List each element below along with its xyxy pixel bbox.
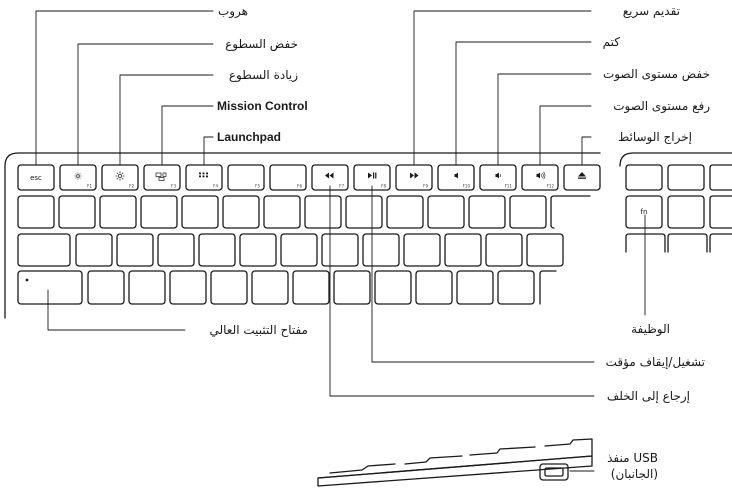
f-key-label-10: F10 <box>463 184 471 189</box>
brightness-up-icon <box>115 171 125 181</box>
callout-escape: هروب <box>217 4 248 18</box>
key-fn <box>625 195 663 229</box>
f-key-label-4: F4 <box>213 184 218 189</box>
keyboard-right-outline <box>619 152 732 167</box>
callout-brightness-down: خفض السطوع <box>225 37 298 51</box>
callout-mission-control: Mission Control <box>217 99 308 113</box>
play-pause-icon <box>368 172 372 179</box>
brightness-down-icon <box>74 172 82 180</box>
key-f5 <box>227 164 265 191</box>
key-row1 <box>17 195 55 229</box>
keyboard-body-outline <box>4 152 601 319</box>
rewind-icon <box>325 172 334 179</box>
mission-control-icon <box>155 172 167 181</box>
f-key-label-11: F11 <box>505 184 513 189</box>
callout-mute: كتم <box>602 35 620 49</box>
f-key-label-3: F3 <box>171 184 176 189</box>
callout-usb-port-sides: (الجانبان) <box>610 467 658 481</box>
callout-media-eject: إخراج الوسائط <box>618 130 692 144</box>
eject-icon <box>578 172 586 177</box>
key-esc-label: esc <box>30 174 42 182</box>
key-tab <box>17 233 71 267</box>
f-key-labels: F1 F2 F3 F4 F5 F6 F7 F8 F9 F10 F11 F12 <box>87 184 554 189</box>
f-key-label-8: F8 <box>381 184 386 189</box>
f-key-label-5: F5 <box>255 184 260 189</box>
f-key-label-7: F7 <box>339 184 344 189</box>
mute-icon <box>454 172 458 179</box>
key-f6 <box>269 164 307 191</box>
callout-brightness-up: زيادة السطوع <box>228 68 298 82</box>
key-fn-label: fn <box>641 208 648 216</box>
callout-volume-down: خفض مستوى الصوت <box>602 67 710 81</box>
callout-play-pause: تشغيل/إيقاف مؤقت <box>605 355 705 369</box>
callout-usb-port: منفذ USB <box>607 451 658 465</box>
usb-port <box>539 463 569 481</box>
leader-lines <box>35 10 646 472</box>
callout-rewind: إرجاع إلى الخلف <box>606 389 690 403</box>
callout-caps-lock: مفتاح التثبيت العالي <box>209 323 308 337</box>
launchpad-icon <box>199 172 208 178</box>
key-caps-lock <box>17 270 83 305</box>
keyboard-side-view <box>317 438 593 487</box>
f-key-label-12: F12 <box>547 184 555 189</box>
f-key-label-1: F1 <box>87 184 92 189</box>
callout-fast-forward: تقديم سريع <box>622 4 680 18</box>
fast-forward-icon <box>410 172 419 179</box>
f-key-label-2: F2 <box>129 184 134 189</box>
callout-volume-up: رفع مستوى الصوت <box>613 99 710 113</box>
f-key-label-6: F6 <box>297 184 302 189</box>
f-key-label-9: F9 <box>423 184 428 189</box>
volume-down-icon <box>495 172 499 179</box>
volume-up-icon <box>536 172 540 179</box>
callout-function: الوظيفة <box>631 322 670 336</box>
callout-launchpad: Launchpad <box>217 130 282 144</box>
